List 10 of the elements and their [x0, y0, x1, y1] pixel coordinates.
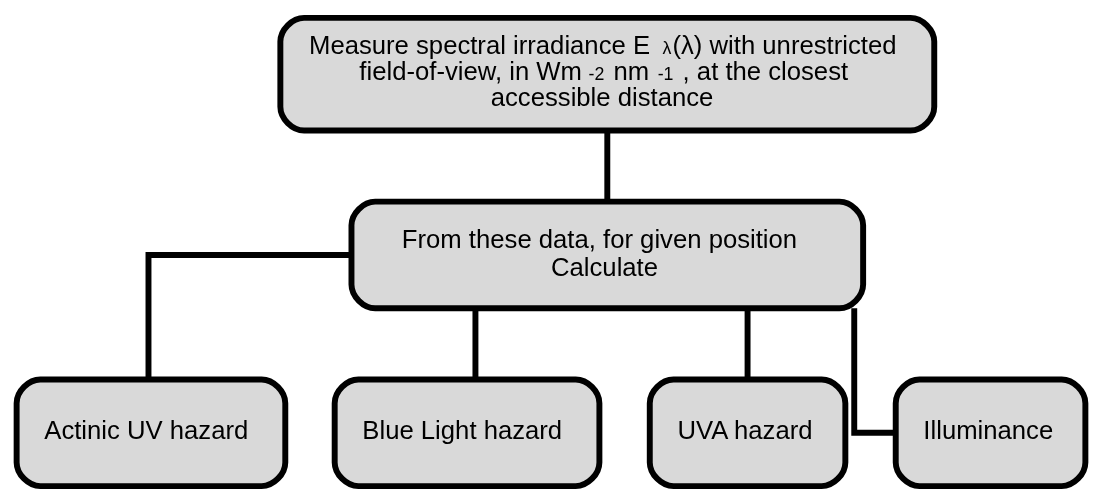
node-box: Blue Light hazard — [331, 376, 603, 490]
connector — [145, 252, 352, 380]
connector — [851, 308, 896, 436]
node-box: Illuminance — [892, 376, 1089, 490]
node-box: UVA hazard — [646, 376, 849, 490]
connector — [604, 131, 611, 202]
node-box: Actinic UV hazard — [13, 376, 289, 490]
node-box: From these data, for given position Calculate — [348, 198, 867, 312]
connector — [744, 308, 751, 379]
connector — [472, 308, 479, 379]
